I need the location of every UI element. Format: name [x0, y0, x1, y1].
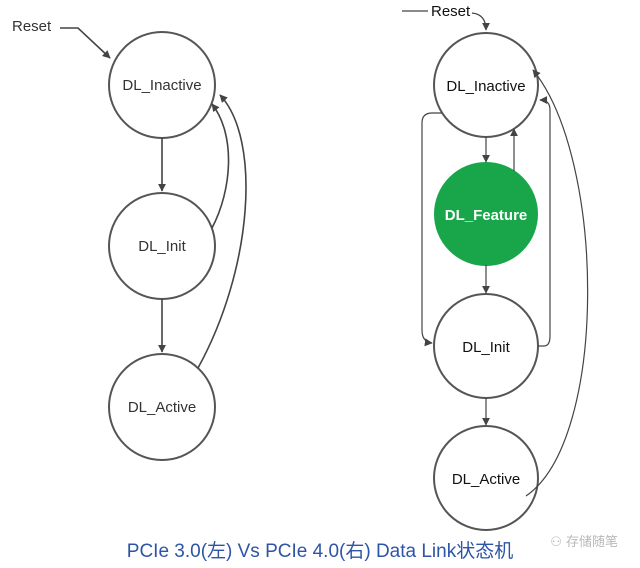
watermark-text: 存储随笔: [565, 535, 618, 550]
figure-caption: PCIe 3.0(左) Vs PCIe 4.0(右) Data Link状态机: [126, 541, 514, 562]
left-state-dl-inactive-label: DL_Inactive: [122, 77, 201, 94]
left-reset-label: Reset: [12, 18, 52, 35]
right-state-diagram: Reset DL_Inactive DL_Feature DL_Init DL_…: [402, 3, 589, 531]
right-state-dl-feature-label: DL_Feature: [445, 207, 528, 224]
left-edge-active-to-inactive: [197, 94, 247, 369]
right-edge-active-to-inactive: [525, 69, 589, 497]
right-state-dl-active: [433, 425, 539, 531]
right-edge-init-to-inactive: [538, 96, 551, 347]
right-state-dl-inactive-label: DL_Inactive: [446, 78, 525, 95]
wechat-icon: ⚇: [550, 535, 562, 550]
right-reset-arrow: [471, 12, 490, 31]
left-edge-init-to-inactive: [211, 103, 230, 229]
watermark: ⚇ 存储随笔: [550, 531, 618, 550]
left-reset-arrow: [60, 27, 111, 59]
left-state-dl-active-label: DL_Active: [128, 399, 196, 416]
right-reset-label: Reset: [431, 3, 471, 20]
left-state-diagram: Reset DL_Inactive DL_Init DL_Active: [12, 18, 247, 461]
left-state-dl-init-label: DL_Init: [138, 238, 186, 255]
right-state-dl-init-label: DL_Init: [462, 339, 510, 356]
right-edge-inactive-to-init-bypass: [421, 112, 442, 347]
right-state-dl-active-label: DL_Active: [452, 471, 520, 488]
left-state-dl-active: [108, 353, 216, 461]
